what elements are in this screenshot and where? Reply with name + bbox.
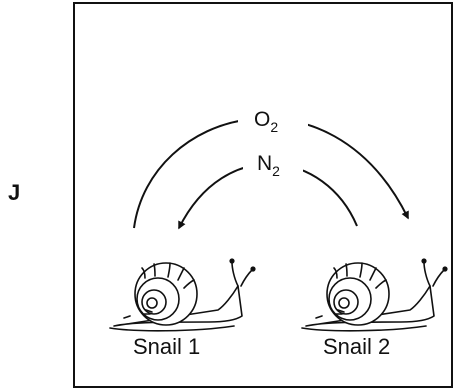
snail-icon: [302, 259, 447, 331]
snail-1-label: Snail 1: [133, 336, 200, 358]
snail-icon: [110, 259, 255, 331]
inner-gas-label: N2: [257, 152, 280, 179]
snail-2-label: Snail 2: [323, 336, 390, 358]
outer-gas-label: O2: [254, 108, 278, 135]
